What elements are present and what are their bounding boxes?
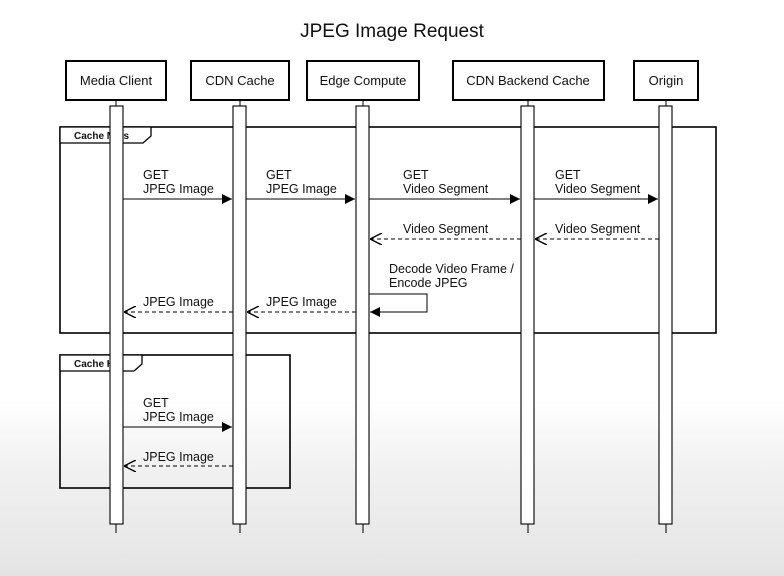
message-label-line: GET: [143, 396, 169, 410]
diagram-title: JPEG Image Request: [300, 21, 484, 42]
message-label-line: Video Segment: [555, 182, 641, 196]
message-label-line: JPEG Image: [266, 182, 337, 196]
message-get-segment-backend-to-origin: GET Video Segment: [534, 168, 658, 204]
message-segment-backend-to-edge: Video Segment: [370, 222, 521, 239]
message-label-line: Encode JPEG: [389, 276, 468, 290]
message-label-line: Video Segment: [555, 222, 641, 236]
message-label-line: JPEG Image: [266, 295, 337, 309]
message-label-line: GET: [403, 168, 429, 182]
participant-edge-compute: Edge Compute: [306, 60, 420, 533]
participant-cdn-cache: CDN Cache: [190, 60, 290, 533]
message-get-jpeg-cdn-to-edge: GET JPEG Image: [246, 168, 355, 204]
message-label-line: JPEG Image: [143, 410, 214, 424]
participant-label-cdn-cache: CDN Cache: [205, 73, 274, 88]
message-get-jpeg-client-to-cdn: GET JPEG Image: [123, 168, 232, 204]
participant-media-client: Media Client: [65, 60, 167, 533]
message-label-line: JPEG Image: [143, 182, 214, 196]
message-label-line: Video Segment: [403, 182, 489, 196]
message-get-jpeg-client-to-cdn-hit: GET JPEG Image: [123, 396, 232, 432]
participant-label-origin: Origin: [649, 73, 684, 88]
message-label-line: JPEG Image: [143, 295, 214, 309]
frame-label-cache-hit: Cache Hit: [74, 359, 121, 370]
participant-label-cdn-backend-cache: CDN Backend Cache: [466, 73, 590, 88]
participant-origin: Origin: [633, 60, 699, 533]
message-self-decode-encode: Decode Video Frame / Encode JPEG: [369, 262, 514, 317]
participant-label-media-client: Media Client: [80, 73, 153, 88]
message-jpeg-cdn-to-client-hit: JPEG Image: [124, 450, 233, 466]
message-label-line: Video Segment: [403, 222, 489, 236]
message-segment-origin-to-backend: Video Segment: [535, 222, 659, 239]
frame-label-cache-miss: Cache Miss: [74, 131, 129, 142]
message-label-line: Decode Video Frame /: [389, 262, 514, 276]
message-get-segment-edge-to-backend: GET Video Segment: [369, 168, 520, 204]
participant-label-edge-compute: Edge Compute: [320, 73, 407, 88]
participant-cdn-backend-cache: CDN Backend Cache: [452, 60, 605, 533]
message-jpeg-cdn-to-client: JPEG Image: [124, 295, 233, 312]
message-jpeg-edge-to-cdn: JPEG Image: [247, 295, 356, 312]
message-label-line: GET: [555, 168, 581, 182]
message-label-line: JPEG Image: [143, 450, 214, 464]
frame-cache-miss: Cache Miss: [59, 126, 717, 334]
message-label-line: GET: [143, 168, 169, 182]
message-label-line: GET: [266, 168, 292, 182]
